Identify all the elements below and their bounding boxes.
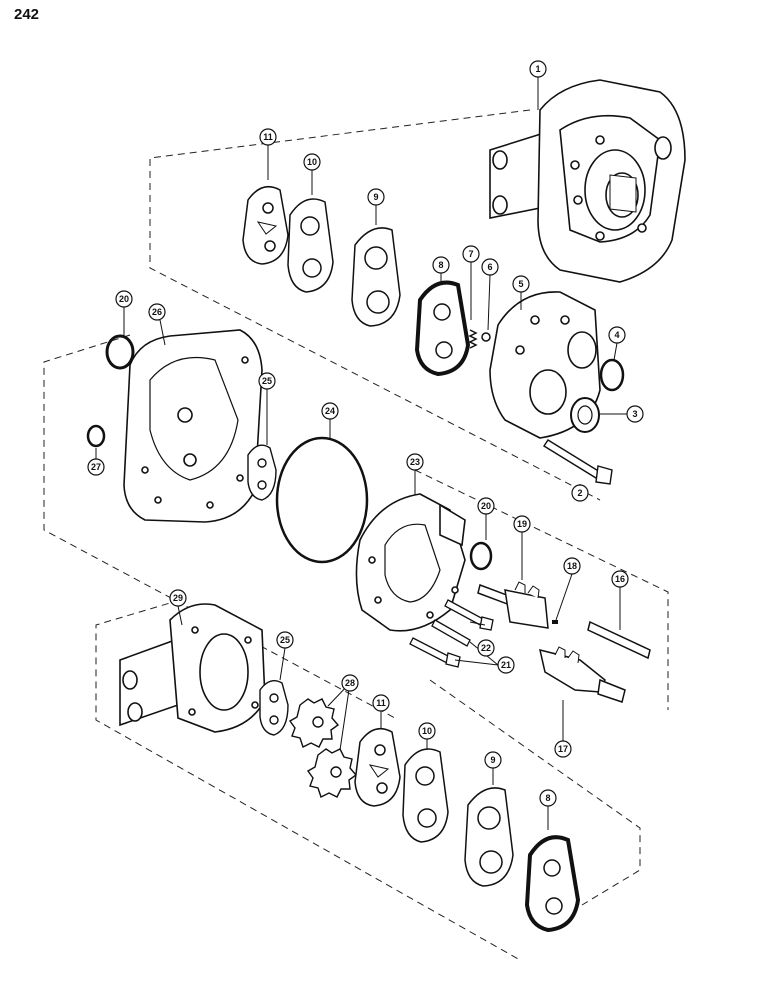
callout: 16	[611, 570, 629, 588]
callout: 20	[115, 290, 133, 308]
callout-label: 19	[517, 519, 527, 529]
callout-label: 26	[152, 307, 162, 317]
callout: 29	[169, 589, 187, 607]
callout-label: 27	[91, 462, 101, 472]
callout: 1	[529, 60, 547, 78]
cap-screw-22	[444, 599, 494, 631]
callout-label: 25	[280, 635, 290, 645]
callout: 19	[513, 515, 531, 533]
callout: 22	[477, 639, 495, 657]
assembly-outline-lower	[95, 599, 641, 961]
callout: 8	[539, 789, 557, 807]
relief-spring	[468, 329, 478, 349]
callout-label: 4	[614, 330, 619, 340]
assembly-outline-upper	[149, 109, 601, 501]
callout: 25	[276, 631, 294, 649]
callout: 26	[148, 303, 166, 321]
backup-gasket-upper	[351, 227, 401, 327]
callout: 18	[563, 557, 581, 575]
callout-label: 18	[567, 561, 577, 571]
callout-label: 20	[481, 501, 491, 511]
callout-label: 24	[325, 406, 335, 416]
callout-label: 1	[535, 64, 540, 74]
callout: 11	[259, 128, 277, 146]
thrust-plate-lower	[354, 727, 401, 807]
adapter-plate	[123, 329, 263, 523]
callout-label: 2	[577, 488, 582, 498]
callout-label: 17	[558, 744, 568, 754]
large-o-ring	[275, 436, 369, 564]
wear-plate-lower	[259, 680, 289, 736]
callout: 21	[497, 656, 515, 674]
end-cover	[119, 603, 266, 733]
callout: 2	[571, 484, 589, 502]
callout-label: 7	[468, 249, 473, 259]
callout-label: 3	[632, 409, 637, 419]
gear-set	[288, 698, 358, 798]
cap-screw-upper	[543, 439, 613, 485]
callout-label: 29	[173, 593, 183, 603]
seal-upper	[414, 280, 471, 377]
callout: 17	[554, 740, 572, 758]
o-ring-small	[599, 358, 625, 392]
callout: 10	[418, 722, 436, 740]
callout: 24	[321, 402, 339, 420]
callout-label: 28	[345, 678, 355, 688]
callout-label: 11	[263, 132, 273, 142]
callout: 11	[372, 694, 390, 712]
callout: 20	[477, 497, 495, 515]
backup-gasket-lower	[464, 787, 514, 887]
callout-label: 6	[487, 262, 492, 272]
callout: 9	[484, 751, 502, 769]
cap-screw-21	[409, 619, 471, 668]
callout-label: 5	[518, 279, 523, 289]
callout-label: 9	[373, 192, 378, 202]
callout-label: 8	[545, 793, 550, 803]
callout: 10	[303, 153, 321, 171]
oil-seal	[570, 397, 600, 433]
callout-label: 16	[615, 574, 625, 584]
callout: 6	[481, 258, 499, 276]
callout-label: 8	[438, 260, 443, 270]
gasket-lower	[402, 748, 449, 843]
driven-gear-shaft	[538, 646, 626, 703]
callout-label: 20	[119, 294, 129, 304]
callout: 7	[462, 245, 480, 263]
idler-shaft	[587, 620, 651, 660]
callout: 3	[626, 405, 644, 423]
callout-label: 9	[490, 755, 495, 765]
thrust-plate-upper	[242, 185, 289, 265]
page-number: 242	[14, 6, 40, 23]
pump-body-housing	[489, 79, 686, 283]
callout-label: 10	[307, 157, 317, 167]
callout: 9	[367, 188, 385, 206]
callout-label: 11	[376, 698, 386, 708]
callout: 8	[432, 256, 450, 274]
callout: 4	[608, 326, 626, 344]
callout-label: 10	[422, 726, 432, 736]
callout: 23	[406, 453, 424, 471]
drive-gear	[477, 581, 549, 629]
gear-housing	[355, 493, 466, 632]
callout-label: 21	[501, 660, 511, 670]
o-ring-mid	[469, 541, 493, 571]
callout: 25	[258, 372, 276, 390]
callout-label: 25	[262, 376, 272, 386]
callout: 28	[341, 674, 359, 692]
o-ring-small-left	[86, 424, 106, 448]
wear-plate-upper	[247, 444, 277, 501]
check-ball	[481, 332, 491, 342]
callout: 27	[87, 458, 105, 476]
gasket-upper	[287, 198, 334, 293]
callout: 5	[512, 275, 530, 293]
seal-lower	[524, 835, 581, 933]
woodruff-key	[552, 620, 558, 624]
o-ring-left	[105, 334, 135, 370]
callout-label: 23	[410, 457, 420, 467]
callout-label: 22	[481, 643, 491, 653]
